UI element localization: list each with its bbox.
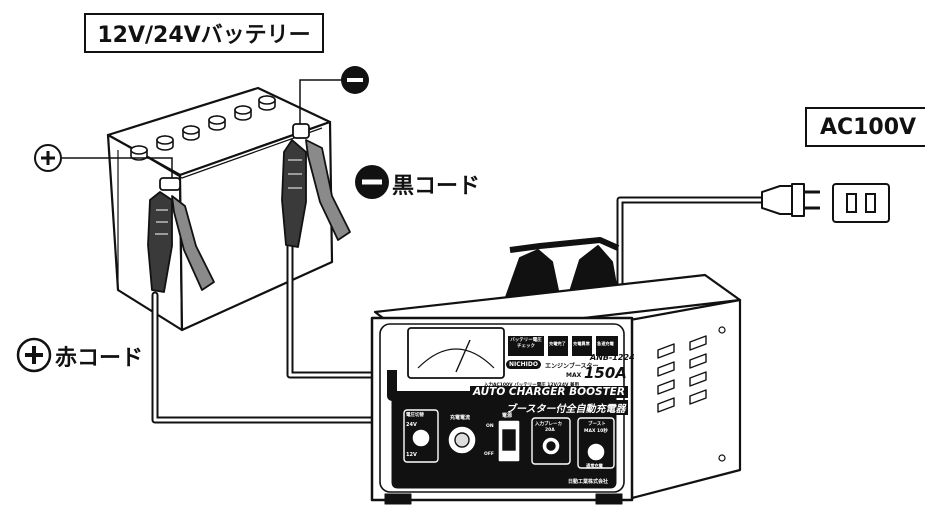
battery-cap: [182, 125, 200, 141]
charger-title-jp: ブースター付全自動充電器: [504, 400, 628, 415]
voltage-selector-knob[interactable]: [411, 428, 431, 448]
red-clamp: [147, 177, 215, 293]
battery-title-label: 12V/24Vバッテリー: [84, 13, 324, 53]
red-cord-label: 赤コード: [55, 340, 143, 372]
boost-label: ブースト: [588, 422, 606, 427]
charger-brand: NICHIDO: [506, 360, 541, 369]
minus-badge-legend: [355, 165, 389, 199]
wall-outlet: [832, 183, 890, 223]
power-switch-label: 電源: [502, 413, 513, 419]
red-cord-text: 赤コード: [55, 346, 144, 371]
voltage-24v: 24V: [406, 422, 417, 428]
charger-spec-line: 入力AC100V バッテリー電圧 12V/24V 兼用: [484, 382, 579, 388]
indicator-buttons: [508, 336, 618, 356]
battery-cap: [208, 115, 226, 131]
black-cord-text: 黒コード: [392, 174, 481, 199]
minus-badge-top: [341, 66, 369, 94]
charger-product-type: エンジンブースター: [545, 363, 599, 370]
maker-name: 日動工業株式会社: [568, 479, 609, 485]
boost-sub: 通常充電: [586, 463, 603, 468]
ammeter: [407, 327, 505, 379]
battery-cap: [258, 95, 276, 111]
button-label-quick-charge: 急速充電: [597, 341, 614, 346]
button-label-charge-error: 充電異常: [573, 341, 590, 346]
charger-model: ANB-1224: [590, 353, 635, 362]
ac-title-text: AC100V: [819, 114, 917, 140]
cables: [151, 196, 766, 424]
black-clamp: [281, 123, 351, 248]
ac-plug: [761, 183, 820, 217]
power-off-label: OFF: [484, 452, 494, 457]
black-cord-label: 黒コード: [392, 168, 480, 200]
current-knob-label: 充電電流: [450, 415, 471, 421]
battery-cap: [130, 145, 148, 161]
power-on-label: ON: [486, 424, 494, 429]
battery-caps: [130, 95, 276, 161]
charger-title-en: AUTO CHARGER BOOSTER: [470, 386, 628, 398]
battery-title-text: 12V/24Vバッテリー: [97, 23, 311, 48]
battery-cap: [234, 105, 252, 121]
breaker-label: 入力ブレーカ: [535, 422, 562, 427]
side-vents: [657, 335, 707, 413]
plus-badge-top: [34, 144, 62, 172]
boost-max: MAX 10秒: [584, 429, 608, 434]
leader-lines: [62, 79, 355, 182]
breaker-value: 20A: [545, 428, 555, 433]
charger-max-current: 150A: [584, 364, 627, 382]
voltage-switch-label: 電圧切替: [406, 413, 424, 418]
charger-max-label: MAX: [566, 372, 582, 379]
plus-badge-legend: [16, 337, 52, 373]
panel-controls: [403, 409, 615, 469]
button-label-voltage-check: バッテリー電圧チェック: [510, 338, 542, 349]
button-label-charge-done: 充電完了: [549, 341, 566, 346]
battery-cap: [156, 135, 174, 151]
ac-title-label: AC100V: [805, 107, 925, 147]
voltage-12v: 12V: [406, 452, 417, 458]
boost-button[interactable]: [586, 442, 606, 462]
